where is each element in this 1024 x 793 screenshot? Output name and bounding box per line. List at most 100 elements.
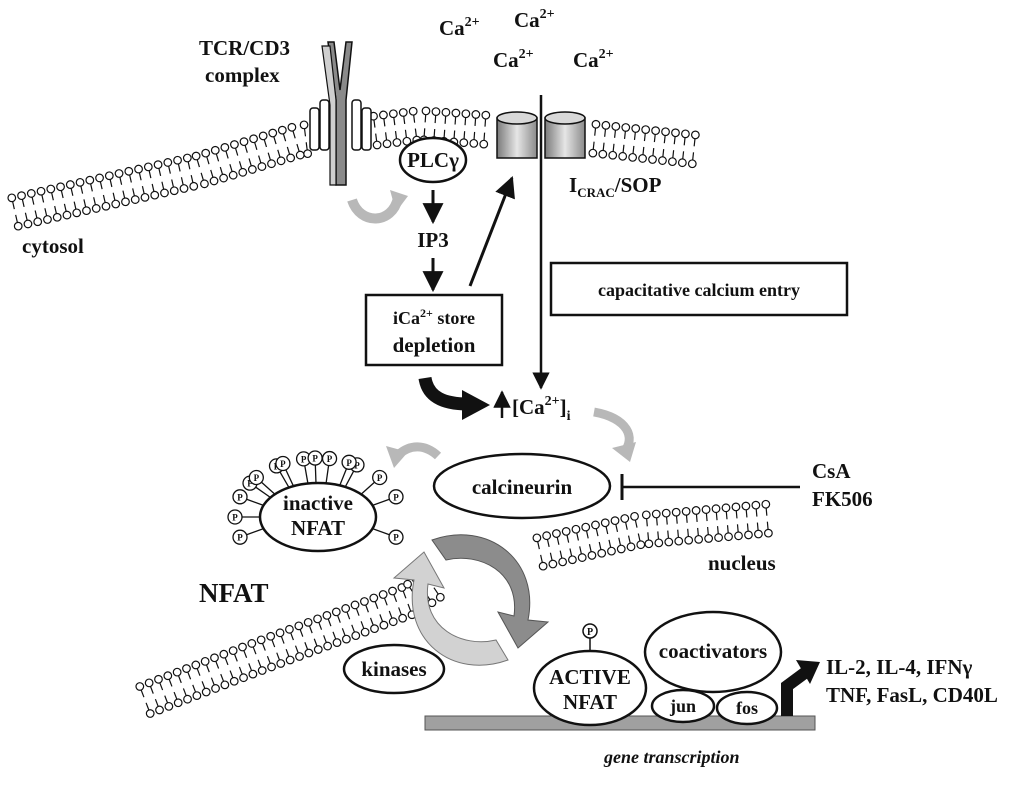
lipid-tail xyxy=(433,129,436,138)
lipid-head xyxy=(211,684,220,693)
lipid-tail xyxy=(305,142,308,151)
lipid-head xyxy=(313,645,323,654)
lipid-tail xyxy=(623,130,626,139)
lipid-head xyxy=(644,539,654,549)
lipid-head xyxy=(630,511,639,521)
lipid-head xyxy=(369,593,379,603)
lipid-tail xyxy=(632,145,635,154)
lipid-tail xyxy=(682,151,685,160)
lipid-tail xyxy=(219,166,224,175)
crac-channel xyxy=(496,111,586,159)
lipid-head xyxy=(651,126,661,136)
lipid-head xyxy=(392,138,402,147)
lipid-head xyxy=(731,502,741,512)
phosphate-label: P xyxy=(254,473,260,483)
lipid-tail xyxy=(327,618,332,627)
lipid-tail xyxy=(697,527,699,536)
lipid-tail xyxy=(642,146,645,156)
lipid-tail xyxy=(594,127,597,136)
lipid-head xyxy=(121,197,130,207)
lipid-tail xyxy=(292,130,296,139)
phosphate-stem xyxy=(339,468,348,486)
phosphate-stem xyxy=(325,465,330,484)
active-nfat-phosphate xyxy=(582,623,598,639)
lipid-head xyxy=(469,138,479,148)
lipid-head xyxy=(228,646,238,656)
jun-label: jun xyxy=(669,696,696,716)
lipid-tail xyxy=(393,594,398,603)
gene-transcription-label: gene transcription xyxy=(603,747,740,767)
phosphate-circle xyxy=(232,529,248,545)
lipid-tail xyxy=(433,587,439,595)
lipid-head xyxy=(388,617,398,627)
lipid-tail xyxy=(379,614,384,623)
lipid-tail xyxy=(303,128,307,137)
target-genes-line1: IL-2, IL-4, IFNγ xyxy=(826,655,973,679)
lipid-tail xyxy=(99,181,103,190)
lipid-tail xyxy=(140,689,145,698)
lipid-head xyxy=(210,653,219,663)
lipid-tail xyxy=(168,165,171,174)
lipid-head xyxy=(46,184,56,194)
lipid-head xyxy=(681,129,690,139)
phosphate-label: P xyxy=(346,458,352,468)
lipid-head xyxy=(690,130,700,140)
lipid-tail xyxy=(148,170,152,179)
lipid-tail xyxy=(614,129,617,138)
kinases-node xyxy=(342,643,446,695)
phosphate-stem xyxy=(285,469,295,487)
lipid-tail xyxy=(443,129,446,138)
lipid-tail xyxy=(725,511,728,520)
phosphate-stem xyxy=(372,498,390,506)
lipid-head xyxy=(101,201,111,211)
lipid-tail xyxy=(308,625,313,634)
lipid-head xyxy=(62,210,72,220)
lipid-head xyxy=(200,179,209,189)
lipid-head xyxy=(153,160,163,170)
active-nfat-phosphate-label: P xyxy=(587,627,593,638)
lipid-head xyxy=(587,551,597,560)
lipid-tail xyxy=(299,628,304,637)
lipid-head xyxy=(370,624,379,634)
lipid-tail xyxy=(647,532,650,541)
lipid-head xyxy=(379,110,388,120)
lipid-head xyxy=(304,648,314,658)
lipid-tail xyxy=(556,536,560,545)
tcr-label-line2: complex xyxy=(205,63,280,87)
nucleus-label: nucleus xyxy=(708,551,776,575)
lipid-tail xyxy=(24,212,28,221)
recycle-arrow-receptor xyxy=(347,196,403,224)
store-depletion-box xyxy=(364,293,504,367)
transcription-start-arrow xyxy=(781,667,810,716)
lipid-tail xyxy=(453,130,456,139)
lipid-tail xyxy=(54,205,58,215)
lipid-head xyxy=(219,649,229,659)
lipid-tail xyxy=(434,115,437,124)
lipid-head xyxy=(588,148,598,158)
phosphate-stem xyxy=(344,470,355,488)
nuclear-membrane-left xyxy=(135,568,445,718)
lipid-head xyxy=(295,652,304,661)
lipid-head xyxy=(607,546,616,556)
lipid-head xyxy=(277,125,287,135)
lipid-head xyxy=(481,110,491,120)
lipid-tail xyxy=(41,194,45,203)
lipid-tail xyxy=(206,156,210,165)
coactivators-node xyxy=(643,610,783,694)
lipid-head xyxy=(313,614,322,624)
lipid-tail xyxy=(444,115,447,124)
lipid-head xyxy=(734,531,743,541)
lipid-head xyxy=(266,631,276,641)
lipid-head xyxy=(763,528,773,538)
lipid-head xyxy=(172,667,182,677)
lipid-head xyxy=(461,109,471,119)
lipid-tail xyxy=(286,146,291,155)
phosphate-stem xyxy=(304,465,309,484)
lipid-tail xyxy=(224,657,229,666)
lipid-head xyxy=(721,503,731,513)
lipid-head xyxy=(276,659,286,668)
lipid-head xyxy=(285,624,294,634)
lipid-head xyxy=(114,169,124,178)
lipid-tail xyxy=(258,155,262,164)
lipid-tail xyxy=(243,650,248,658)
